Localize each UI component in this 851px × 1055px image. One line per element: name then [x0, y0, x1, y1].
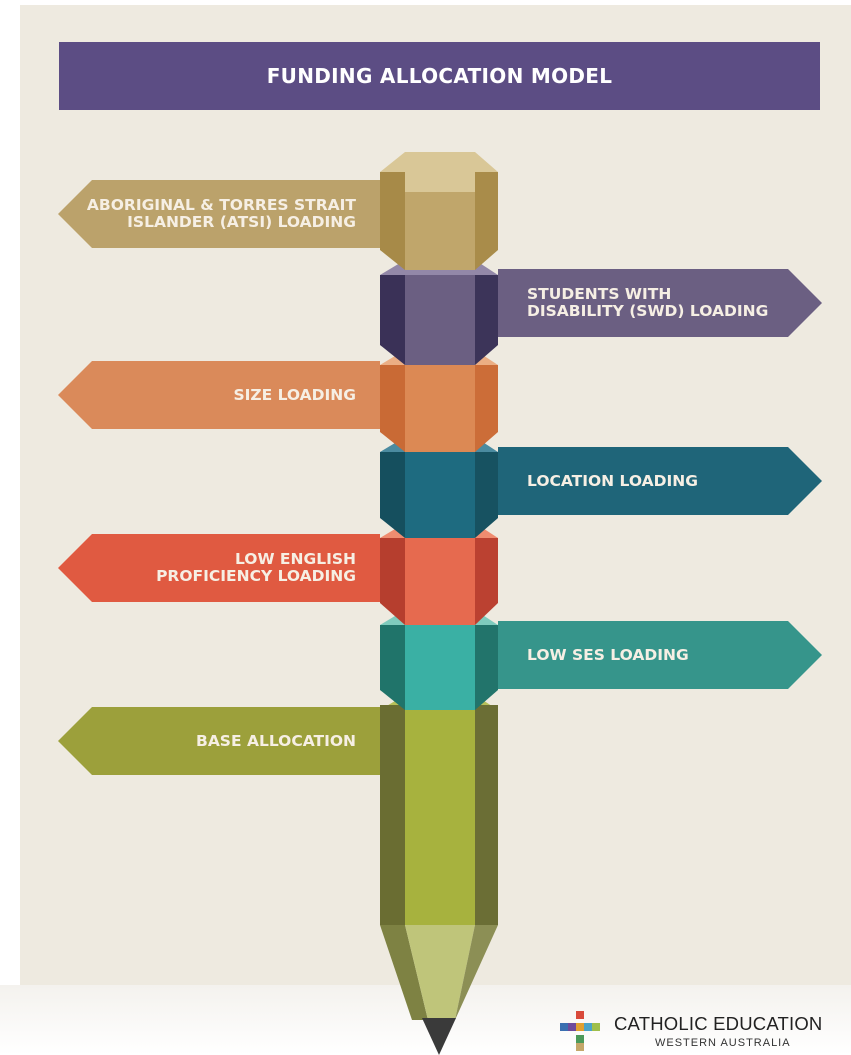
- catholic-education-logo: CATHOLIC EDUCATION WESTERN AUSTRALIA: [560, 1009, 822, 1053]
- swd-loading-label-line-2: DISABILITY (SWD) LOADING: [527, 302, 769, 320]
- swd-block: [380, 260, 498, 365]
- pencil-body: [380, 695, 498, 1055]
- location-block: [380, 437, 498, 538]
- low-english-proficiency-label-line-2: PROFICIENCY LOADING: [156, 567, 356, 585]
- atsi-loading-label-line-2: ISLANDER (ATSI) LOADING: [127, 213, 356, 231]
- cross-mosaic-icon: [560, 1011, 600, 1051]
- atsi-loading-label-line-1: ABORIGINAL & TORRES STRAIT: [86, 196, 356, 214]
- swd-loading-label-line-1: STUDENTS WITH: [527, 285, 672, 303]
- size-loading-label: SIZE LOADING: [233, 385, 356, 404]
- location-loading-label: LOCATION LOADING: [527, 471, 698, 490]
- location-loading-sign: LOCATION LOADING: [498, 447, 822, 515]
- swd-loading-sign: STUDENTS WITH DISABILITY (SWD) LOADING: [498, 269, 822, 337]
- size-block: [380, 350, 498, 452]
- logo-title: CATHOLIC EDUCATION: [614, 1013, 823, 1034]
- base-allocation-label: BASE ALLOCATION: [196, 731, 356, 750]
- low-english-proficiency-block: [380, 523, 498, 625]
- atsi-loading-sign: ABORIGINAL & TORRES STRAIT ISLANDER (ATS…: [58, 180, 380, 248]
- low-english-proficiency-label-line-1: LOW ENGLISH: [234, 550, 356, 568]
- base-allocation-sign: BASE ALLOCATION: [58, 707, 380, 775]
- page-title: FUNDING ALLOCATION MODEL: [266, 64, 613, 88]
- logo-subtitle: WESTERN AUSTRALIA: [655, 1037, 791, 1049]
- low-ses-loading-label: LOW SES LOADING: [527, 645, 689, 664]
- low-ses-loading-sign: LOW SES LOADING: [498, 621, 822, 689]
- title-banner: FUNDING ALLOCATION MODEL: [59, 42, 820, 110]
- atsi-block: [380, 152, 498, 270]
- low-english-proficiency-loading-sign: LOW ENGLISH PROFICIENCY LOADING: [58, 534, 380, 602]
- size-loading-sign: SIZE LOADING: [58, 361, 380, 429]
